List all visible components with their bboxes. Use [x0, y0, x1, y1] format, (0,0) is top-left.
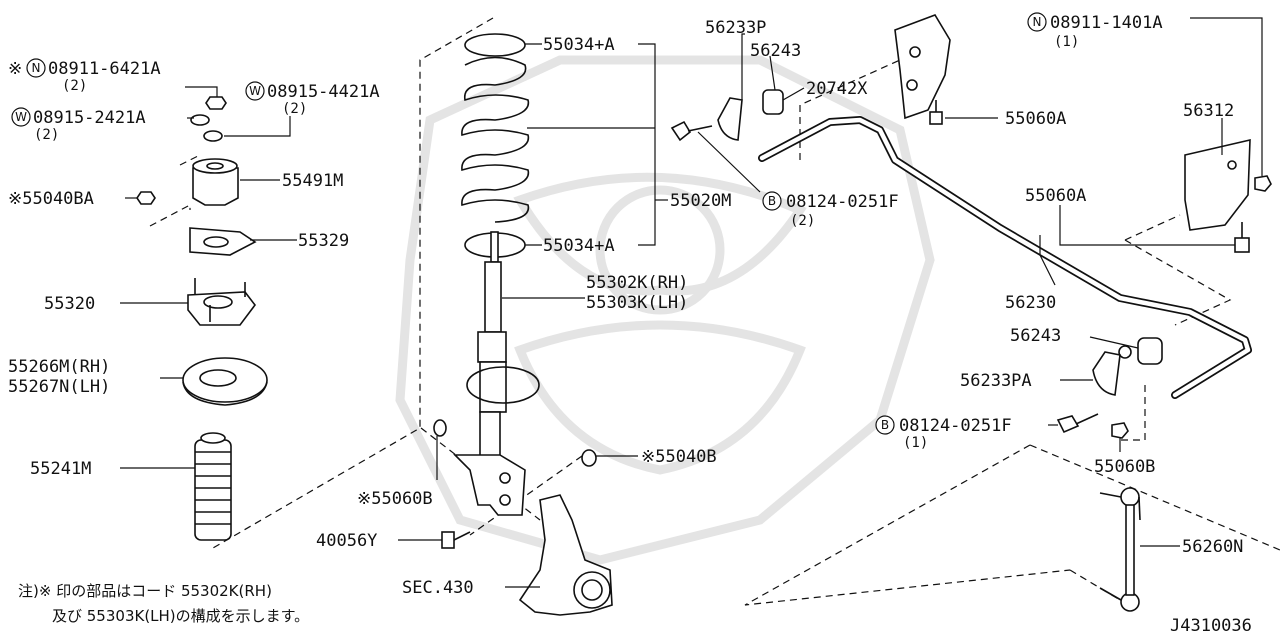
bound-bumper-boot-55241M: [194, 432, 232, 541]
footnote-line-2: 及び 55303K(LH)の構成を示します。: [52, 607, 309, 625]
svg-text:W: W: [15, 110, 27, 124]
label-55267N: 55267N(LH): [8, 377, 110, 397]
label-56233PA: 56233PA: [960, 371, 1032, 391]
label-55266M: 55266M(RH): [8, 357, 110, 377]
badge-W-08915-2421A: W: [11, 107, 31, 127]
qty-08915-4421A: (2): [282, 101, 307, 117]
label-55241M: 55241M: [30, 459, 91, 479]
label-55320: 55320: [44, 294, 95, 314]
washer-55060B-left: [433, 419, 447, 437]
spring-seat-55266M: [182, 357, 268, 406]
qty-08124-bottom: (1): [903, 435, 928, 451]
label-08915-4421A: 08915-4421A: [267, 82, 380, 102]
coil-spring: [461, 33, 530, 223]
washer-55040B: [581, 449, 597, 467]
qty-08911-1401A: (1): [1054, 34, 1079, 50]
label-08911-1401A: 08911-1401A: [1050, 13, 1163, 33]
bolt-08124-bottom: [1056, 413, 1099, 434]
svg-text:B: B: [768, 194, 776, 208]
label-08915-2421A: 08915-2421A: [33, 108, 146, 128]
washer-08915-2421A: [190, 114, 210, 126]
bracket-20742X: [894, 14, 951, 120]
label-55034-top: 55034+A: [543, 35, 615, 55]
bushing-56243-top: [762, 89, 784, 115]
strut-assembly: [453, 231, 540, 516]
label-56233P: 56233P: [705, 18, 766, 38]
label-20742X: 20742X: [806, 79, 868, 99]
strut-mount-55320: [187, 278, 257, 326]
label-55034-bottom: 55034+A: [543, 236, 615, 256]
label-55060A-mid: 55060A: [1025, 186, 1086, 206]
footnote-line-1: 注)※ 印の部品はコード 55302K(RH): [18, 582, 272, 600]
washer-08915-4421A: [203, 130, 223, 142]
label-56243-bottom: 56243: [1010, 326, 1061, 346]
bolt-55060A-top: [929, 100, 943, 125]
badge-B-08124-top: B: [762, 191, 782, 211]
label-56312: 56312: [1183, 101, 1234, 121]
leader-lines: [120, 17, 1263, 588]
bolt-40056Y: [441, 531, 471, 549]
label-55329: 55329: [298, 231, 349, 251]
nut-08911-6421A: [205, 96, 227, 110]
bushing-56243-bottom: [1137, 337, 1163, 365]
bound-bumper-55491M: [192, 158, 239, 206]
svg-text:W: W: [249, 84, 261, 98]
badge-N-08911-1401A: N: [1027, 12, 1047, 32]
label-56230: 56230: [1005, 293, 1056, 313]
label-40056Y: 40056Y: [316, 531, 377, 551]
label-56243-top: 56243: [750, 41, 801, 61]
label-55040BA: ※55040BA: [8, 189, 94, 209]
label-55303K: 55303K(LH): [586, 293, 688, 313]
bracket-56312: [1184, 138, 1251, 231]
svg-text:N: N: [32, 61, 41, 75]
steering-knuckle: [518, 494, 613, 616]
stabilizer-bar-56230: [758, 116, 1252, 399]
label-sec430: SEC.430: [402, 578, 474, 598]
label-55302K: 55302K(RH): [586, 273, 688, 293]
stabilizer-link-56260N: [1099, 487, 1141, 612]
label-08124-bottom: 08124-0251F: [899, 416, 1012, 436]
plate-55329: [189, 227, 257, 256]
badge-W-08915-4421A: W: [245, 81, 265, 101]
label-55020M: 55020M: [670, 191, 731, 211]
label-55040B: ※55040B: [641, 447, 717, 467]
badge-N-08911-6421A: N: [26, 58, 46, 78]
svg-text:B: B: [881, 418, 889, 432]
badge-B-08124-bottom: B: [875, 415, 895, 435]
label-08911-6421A: 08911-6421A: [48, 59, 161, 79]
nut-55060B-right: [1111, 422, 1129, 439]
assembly-dashed-lines: [149, 17, 1280, 606]
label-mark-08911-6421A: ※: [8, 59, 22, 79]
label-55060A-top: 55060A: [1005, 109, 1066, 129]
diagram-code: J4310036: [1170, 616, 1252, 636]
clamp-56233PA: [1092, 345, 1132, 396]
bolt-08124-top: [670, 120, 713, 142]
watermark-emblem: [395, 55, 935, 565]
nut-08911-1401A: [1254, 175, 1272, 192]
clamp-56233P: [717, 97, 743, 141]
nut-55040BA: [136, 191, 156, 205]
label-55491M: 55491M: [282, 171, 343, 191]
bolt-55060A-mid: [1234, 222, 1250, 253]
label-56260N: 56260N: [1182, 537, 1243, 557]
qty-08911-6421A: (2): [62, 78, 87, 94]
label-08124-top: 08124-0251F: [786, 192, 899, 212]
svg-text:N: N: [1033, 15, 1042, 29]
qty-08915-2421A: (2): [34, 127, 59, 143]
label-55060B-right: 55060B: [1094, 457, 1155, 477]
qty-08124-top: (2): [790, 213, 815, 229]
label-55060B-left: ※55060B: [357, 489, 433, 509]
